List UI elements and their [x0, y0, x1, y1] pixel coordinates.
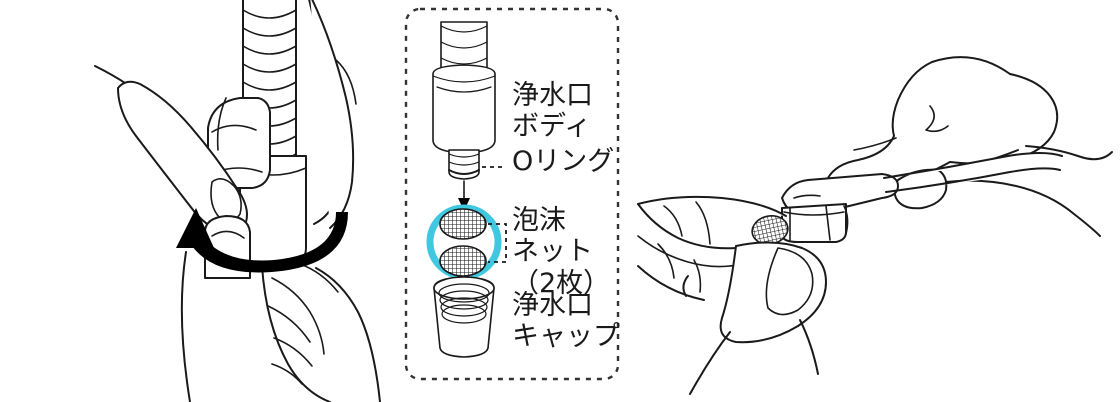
part-foam-net-upper: [439, 208, 487, 240]
center-diagram-svg: [404, 7, 620, 381]
rotation-arrow: [176, 208, 348, 273]
dashed-border-box: [404, 7, 620, 381]
cap-with-net: [781, 203, 849, 243]
hand-grip: [308, 0, 357, 229]
left-illustration-hand-turning-cap: [0, 0, 400, 402]
left-illustration-svg: [94, 0, 381, 402]
right-illustration-svg: [637, 56, 1113, 395]
right-illustration-tweezers: [630, 0, 1120, 402]
label-net: 泡沫 ネット （2枚）: [512, 205, 611, 299]
index-finger: [207, 97, 271, 189]
lower-hand: [180, 251, 381, 402]
upper-hand: [825, 56, 1113, 237]
part-foam-net-lower: [439, 245, 487, 277]
lower-hand: [637, 195, 827, 395]
center-exploded-diagram: 浄水口 ボディ Oリング 泡沫 ネット （2枚） 浄水口 キャップ: [400, 0, 630, 402]
label-oring: Oリング: [512, 146, 615, 177]
part-hose-stub: [440, 21, 488, 71]
label-cap: 浄水口 キャップ: [512, 290, 620, 353]
part-cap: [433, 276, 495, 358]
part-oring: [448, 149, 480, 180]
part-body: [432, 64, 496, 154]
thumb: [94, 65, 248, 234]
leader-line-net: [488, 223, 507, 263]
label-body: 浄水口 ボディ: [512, 80, 593, 143]
